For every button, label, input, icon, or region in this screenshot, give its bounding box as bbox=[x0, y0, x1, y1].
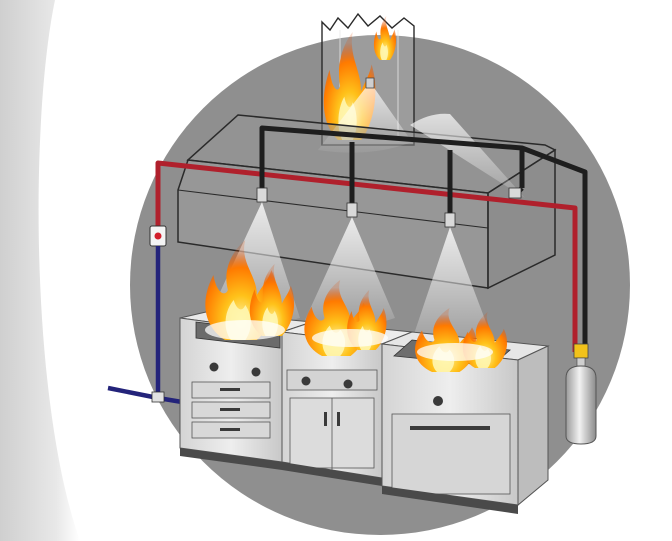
hood-side-spray bbox=[410, 113, 525, 198]
nozzle-fryer bbox=[444, 212, 456, 228]
fryer-spray bbox=[412, 227, 492, 345]
detection-line bbox=[155, 160, 578, 352]
range-station bbox=[281, 321, 413, 486]
suppression-mist bbox=[205, 320, 493, 361]
left-backdrop-band bbox=[0, 0, 80, 541]
nozzle-griddle bbox=[256, 187, 268, 203]
suppression-cylinder bbox=[565, 343, 597, 445]
gas-valve bbox=[151, 391, 165, 403]
nozzle-plenum bbox=[508, 187, 522, 199]
nozzle-range bbox=[346, 202, 358, 218]
duct-nozzle bbox=[365, 77, 375, 89]
spray-nozzles bbox=[256, 187, 522, 228]
manual-pull-station bbox=[149, 225, 167, 247]
